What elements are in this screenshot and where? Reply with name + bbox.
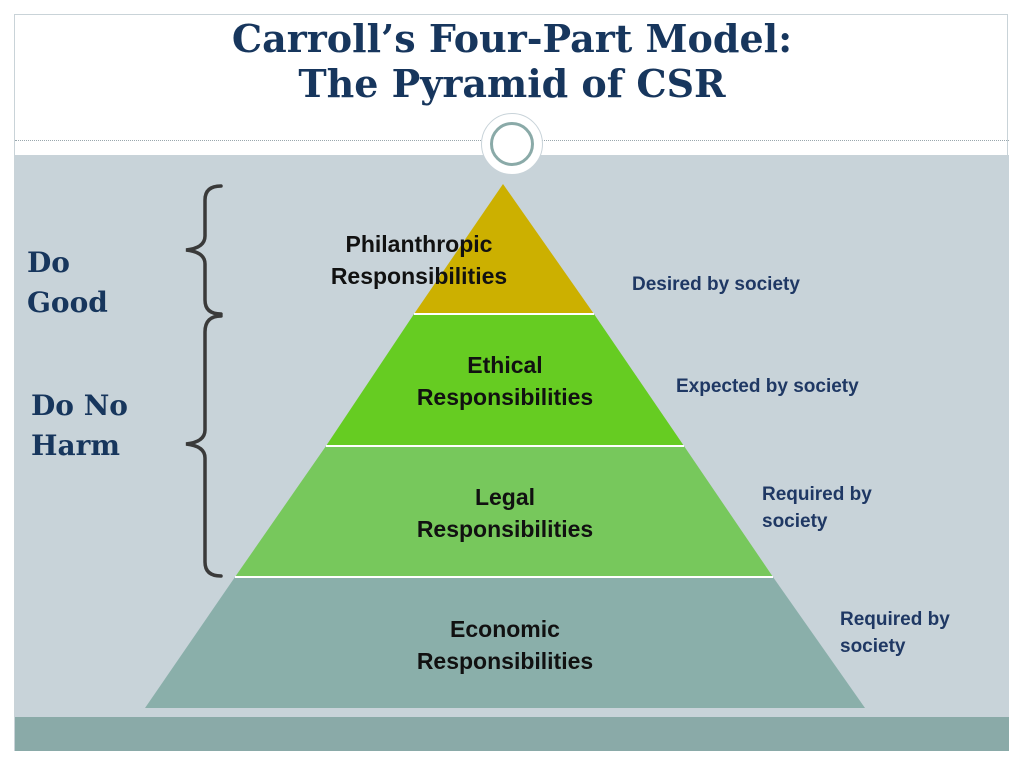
- label-do-good: Do Good: [27, 246, 108, 319]
- pyramid-tier-philanthropic: [414, 184, 594, 314]
- tier-label-legal: Legal Responsibilities: [375, 481, 635, 545]
- note-economic: Required by society: [840, 609, 950, 657]
- divider-ring-icon: [490, 122, 534, 166]
- tier-label-line2: Responsibilities: [416, 648, 594, 674]
- tier-label-line2: Responsibilities: [416, 516, 594, 542]
- note-ethical: Expected by society: [676, 376, 859, 397]
- tier-label-line1: Philanthropic: [345, 231, 493, 257]
- tier-label-economic: Economic Responsibilities: [375, 613, 635, 677]
- label-do-no-harm: Do No Harm: [31, 389, 128, 462]
- tier-label-line1: Ethical: [467, 352, 543, 378]
- tier-label-line1: Economic: [450, 616, 560, 642]
- footer-band: [15, 717, 1009, 751]
- tier-label-ethical: Ethical Responsibilities: [375, 349, 635, 413]
- brace-do-good: [185, 184, 223, 316]
- tier-label-line2: Responsibilities: [416, 384, 594, 410]
- pyramid-tier-economic: [145, 577, 865, 708]
- note-philanthropic: Desired by society: [632, 274, 800, 295]
- slide-title: Carroll’s Four-Part Model: The Pyramid o…: [0, 16, 1024, 106]
- pyramid-tier-legal: [235, 446, 773, 577]
- pyramid-tier-ethical: [326, 314, 684, 446]
- tier-label-philanthropic: Philanthropic Responsibilities: [289, 228, 549, 292]
- note-legal: Required by society: [762, 484, 872, 532]
- tier-label-line2: Responsibilities: [330, 263, 508, 289]
- tier-label-line1: Legal: [474, 484, 536, 510]
- title-line-1: Carroll’s Four-Part Model:: [231, 16, 793, 61]
- title-line-2: The Pyramid of CSR: [298, 61, 726, 106]
- brace-do-no-harm: [185, 314, 223, 578]
